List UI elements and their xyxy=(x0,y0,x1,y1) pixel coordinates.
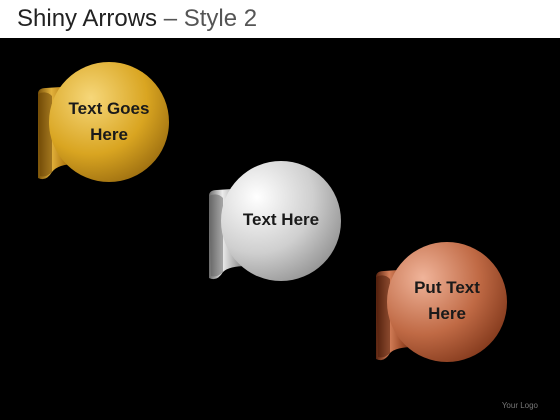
title-bar: Shiny Arrows – Style 2 xyxy=(0,0,560,38)
slide-canvas: Text Goes Here Text Here xyxy=(0,38,560,420)
gold-arrow-badge[interactable]: Text Goes Here xyxy=(36,60,171,184)
gold-tab-curl xyxy=(38,92,52,177)
slide-title-main: Shiny Arrows xyxy=(17,5,158,32)
bronze-badge-graphic xyxy=(376,242,507,362)
silver-disc xyxy=(221,161,341,281)
silver-badge-label[interactable]: Text Here xyxy=(242,210,320,229)
bronze-tab-curl xyxy=(376,275,390,358)
silver-arrow-badge[interactable]: Text Here xyxy=(207,160,343,284)
bronze-arrow-badge[interactable]: Put Text Here xyxy=(374,241,510,365)
gold-disc xyxy=(49,62,169,182)
bronze-disc xyxy=(387,242,507,362)
bronze-badge-label[interactable]: Put Text Here xyxy=(414,278,480,323)
footer-logo: Your Logo xyxy=(501,401,538,410)
silver-badge-graphic xyxy=(209,161,341,281)
gold-badge-graphic xyxy=(38,62,169,182)
silver-tab-curl xyxy=(209,194,223,277)
gold-badge-label[interactable]: Text Goes Here xyxy=(68,99,150,144)
slide-title: Shiny Arrows – Style 2 xyxy=(17,5,257,33)
slide-title-subtitle: – Style 2 xyxy=(157,5,258,32)
